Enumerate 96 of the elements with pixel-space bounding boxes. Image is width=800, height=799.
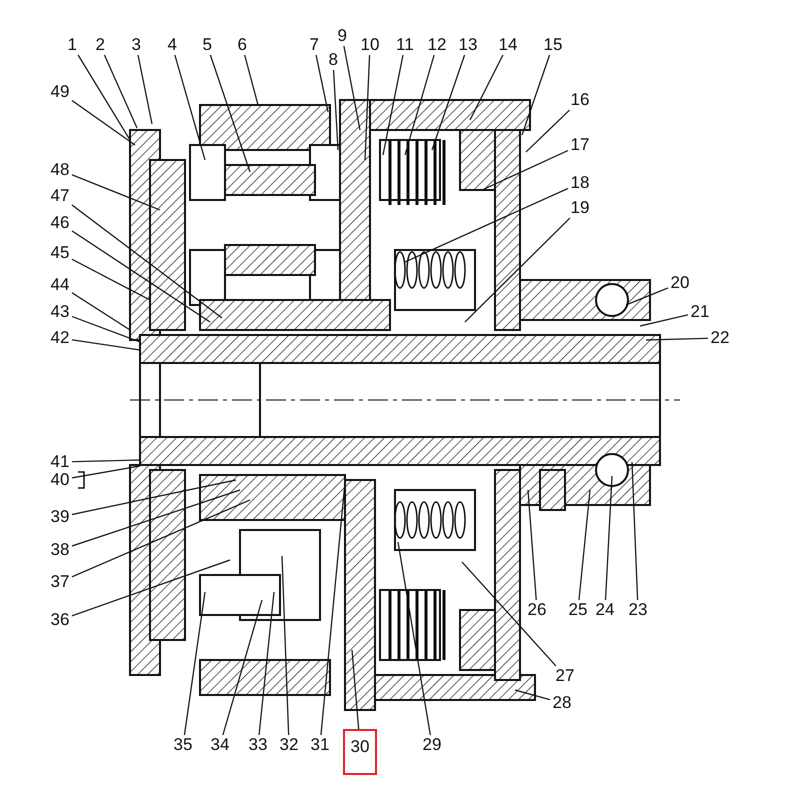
leader-line xyxy=(316,54,329,112)
leader-line xyxy=(184,592,206,736)
callout-number: 13 xyxy=(458,35,478,55)
leader-line xyxy=(343,46,361,130)
callout-number: 1 xyxy=(68,35,77,55)
callout-number: 27 xyxy=(556,666,574,686)
leader-line xyxy=(72,316,140,343)
leader-line xyxy=(72,465,140,478)
callout-number: 19 xyxy=(570,198,590,218)
callout-number: 41 xyxy=(50,452,70,472)
callout-number: 16 xyxy=(570,90,590,110)
leader-line xyxy=(527,490,537,600)
callout-number: 47 xyxy=(50,186,70,206)
callout-number: 49 xyxy=(50,82,70,102)
callout-number: 12 xyxy=(428,35,446,55)
callout-number: 45 xyxy=(50,243,70,263)
leader-line xyxy=(72,204,222,318)
leader-line xyxy=(397,542,431,736)
leader-line xyxy=(521,54,550,136)
callout-number: 22 xyxy=(710,328,730,348)
leader-line xyxy=(604,476,613,600)
leader-line xyxy=(210,54,251,172)
leader-line xyxy=(104,54,138,128)
callout-number: 10 xyxy=(360,35,380,55)
leader-line xyxy=(72,230,210,322)
callout-number: 29 xyxy=(422,735,442,755)
leader-line xyxy=(258,592,275,736)
callout-number: 8 xyxy=(328,50,338,70)
leader-line xyxy=(404,188,568,263)
callout-number: 38 xyxy=(50,540,70,560)
callout-number: 31 xyxy=(310,735,330,755)
leader-line xyxy=(137,54,153,124)
leader-line xyxy=(222,600,263,736)
callout-number: 33 xyxy=(248,735,268,755)
leader-line xyxy=(174,54,206,160)
leader-line xyxy=(640,314,688,327)
callout-number: 26 xyxy=(528,600,546,620)
callout-number: 23 xyxy=(628,600,648,620)
callout-number: 34 xyxy=(210,735,230,755)
leader-line xyxy=(351,650,360,732)
callout-number: 18 xyxy=(570,173,590,193)
callout-number: 15 xyxy=(544,35,562,55)
leader-line xyxy=(626,287,668,306)
leader-line xyxy=(631,462,638,600)
leader-line xyxy=(464,218,570,322)
leader-line xyxy=(382,54,404,156)
leader-line xyxy=(72,459,140,462)
callout-number: 43 xyxy=(50,302,70,322)
leader-line xyxy=(244,54,259,106)
callout-number: 2 xyxy=(96,35,105,55)
callout-number: 21 xyxy=(690,302,710,322)
callout-number: 36 xyxy=(50,610,70,630)
leader-line xyxy=(462,562,556,666)
leader-line xyxy=(72,258,150,301)
leader-line xyxy=(431,54,466,150)
leader-line xyxy=(404,54,435,156)
callout-number: 46 xyxy=(50,213,70,233)
callout-number: 14 xyxy=(498,35,518,55)
leader-line xyxy=(526,110,570,152)
callout-number: 24 xyxy=(596,600,614,620)
callout-number: 40 xyxy=(50,470,70,490)
leader-line xyxy=(332,70,339,150)
callout-number: 28 xyxy=(552,693,572,713)
callout-number: 4 xyxy=(168,35,177,55)
leader-line xyxy=(72,499,250,578)
callout-number: 7 xyxy=(310,35,319,55)
leader-line xyxy=(72,100,136,146)
callout-number: 48 xyxy=(50,160,70,180)
callout-number: 25 xyxy=(568,600,588,620)
callout-number: 5 xyxy=(202,35,212,55)
leader-line xyxy=(578,490,591,600)
leader-line xyxy=(72,339,140,351)
callout-number: 9 xyxy=(338,26,347,46)
leader-line xyxy=(72,292,130,330)
callout-number: 44 xyxy=(50,275,70,295)
callout-number: 32 xyxy=(280,735,298,755)
leader-line xyxy=(482,150,568,191)
callout-number: 39 xyxy=(50,507,70,527)
callout-number: 42 xyxy=(50,328,70,348)
leader-line xyxy=(72,489,240,547)
callout-number: 37 xyxy=(50,572,70,592)
leader-line xyxy=(72,479,236,516)
callout-number: 35 xyxy=(174,735,192,755)
leader-line xyxy=(646,338,708,341)
callout-number: 30 xyxy=(342,729,378,775)
leader-line xyxy=(78,54,131,140)
callout-number: 17 xyxy=(570,135,590,155)
leader-line xyxy=(72,559,230,616)
callout-number: 6 xyxy=(238,35,247,55)
callout-number: 3 xyxy=(132,35,141,55)
leader-line xyxy=(469,54,504,120)
callout-number: 20 xyxy=(670,273,690,293)
leader-line xyxy=(72,174,160,211)
leader-line xyxy=(364,54,370,160)
callout-number: 11 xyxy=(396,35,414,55)
leader-line xyxy=(281,556,290,736)
